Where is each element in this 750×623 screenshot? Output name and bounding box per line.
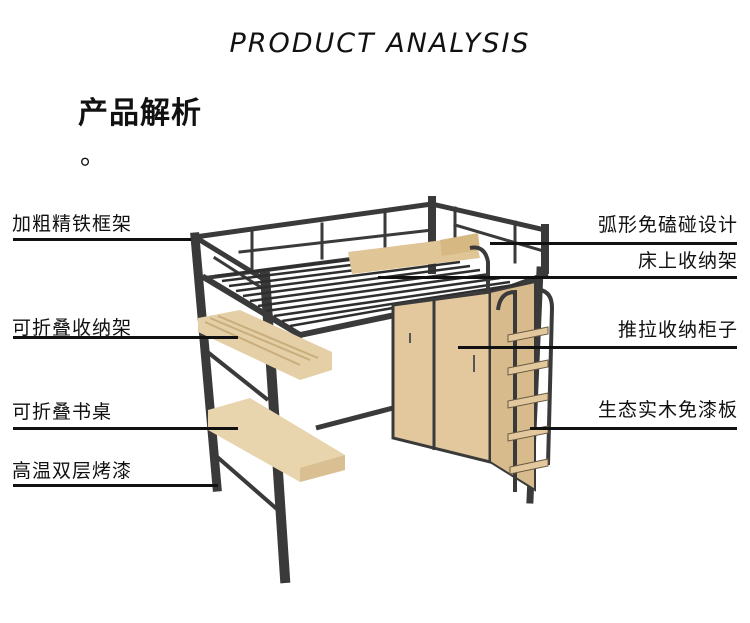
callout-line	[458, 346, 737, 349]
callout-line	[13, 427, 238, 430]
callout-line	[13, 238, 191, 241]
callout-label-right-wood-board: 生态实木免漆板	[597, 399, 738, 421]
callout-line	[13, 484, 218, 487]
callout-label-left-folding-rack: 可折叠收纳架	[12, 317, 133, 339]
callout-label-right-sliding-cabinet: 推拉收纳柜子	[617, 319, 738, 341]
bed-storage-tray	[348, 233, 490, 295]
title-english: PRODUCT ANALYSIS	[229, 28, 531, 59]
callout-line	[378, 276, 737, 279]
title-period: 。	[80, 141, 107, 171]
callout-line	[530, 427, 737, 430]
callout-label-right-curved-design: 弧形免磕碰设计	[597, 214, 738, 236]
desk-frame	[203, 348, 394, 512]
folding-desk	[208, 398, 345, 482]
title-chinese: 产品解析	[78, 96, 202, 131]
callout-label-right-bed-storage: 床上收纳架	[637, 250, 738, 272]
callout-label-left-frame: 加粗精铁框架	[12, 213, 133, 235]
post-front-left	[190, 232, 222, 492]
callout-line	[13, 336, 238, 339]
bed-slats	[214, 248, 531, 328]
callout-label-left-paint: 高温双层烤漆	[12, 460, 133, 482]
folding-rack	[198, 310, 332, 380]
callout-label-left-folding-desk: 可折叠书桌	[12, 401, 113, 423]
callout-line	[490, 242, 737, 245]
